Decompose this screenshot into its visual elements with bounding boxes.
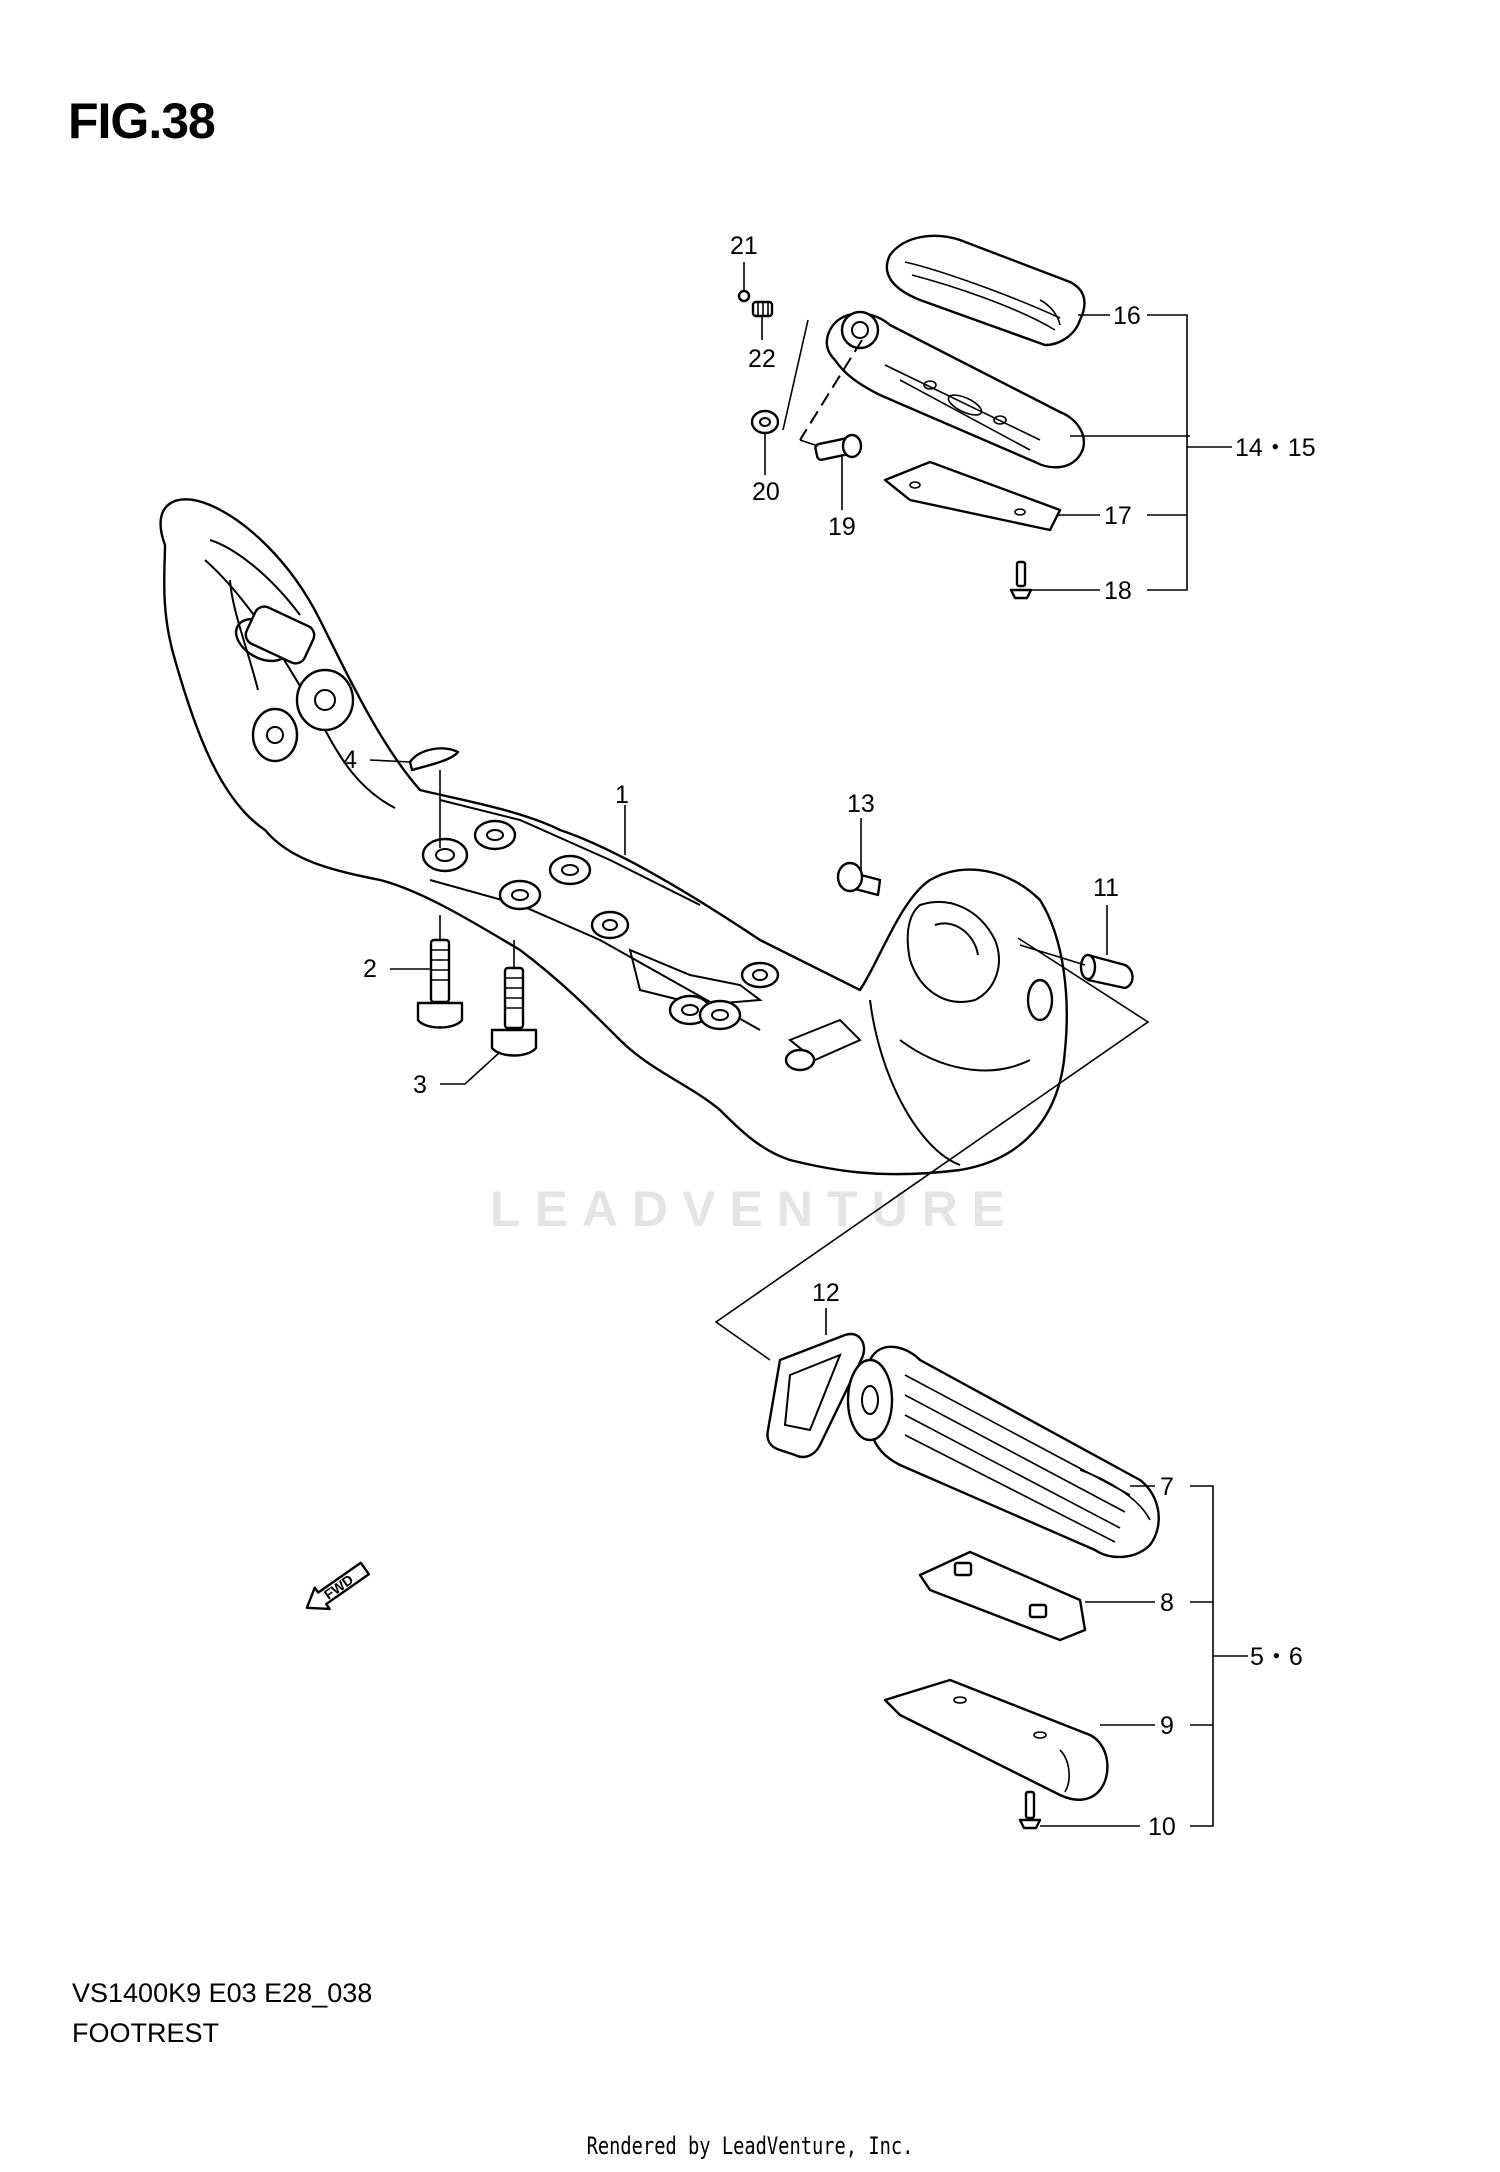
- callout-11: 11: [1093, 874, 1119, 902]
- part-14-15-footrest-body[interactable]: [825, 310, 1086, 469]
- callout-17: 17: [1104, 502, 1132, 530]
- model-code: VS1400K9 E03 E28_038: [72, 1978, 373, 2008]
- render-credit: Rendered by LeadVenture, Inc.: [586, 2132, 914, 2160]
- part-7-footrest-body[interactable]: [846, 1345, 1160, 1559]
- part-10-screw[interactable]: [1018, 1790, 1042, 1830]
- callout-1: 1: [615, 781, 629, 809]
- fwd-arrow-icon: FWD: [305, 1561, 371, 1611]
- callout-2: 2: [363, 955, 377, 983]
- part-2-bolt[interactable]: [416, 938, 464, 1029]
- callout-13: 13: [847, 790, 875, 818]
- part-3-bolt[interactable]: [490, 966, 538, 1057]
- part-19-pivot-pin[interactable]: [799, 433, 863, 462]
- callout-3: 3: [413, 1071, 427, 1099]
- callout-8: 8: [1160, 1589, 1174, 1617]
- callouts: 1 2 3 4 5・6 7 8 9 10 11 12 13 14・15 16 1…: [343, 232, 1316, 1841]
- callout-16: 16: [1113, 302, 1141, 330]
- callout-21: 21: [730, 232, 758, 260]
- part-18-screw[interactable]: [1009, 560, 1033, 600]
- callout-10: 10: [1148, 1813, 1176, 1841]
- watermark: LEADVENTURE: [490, 1181, 1020, 1237]
- leader-lines: [369, 262, 1248, 1827]
- figure-title: FIG.38: [68, 93, 216, 149]
- callout-9: 9: [1160, 1712, 1174, 1740]
- callout-18: 18: [1104, 577, 1132, 605]
- part-11-bumper[interactable]: [1079, 953, 1134, 990]
- part-17-footrest-plate[interactable]: [883, 460, 1062, 532]
- callout-4: 4: [343, 746, 357, 774]
- part-9-footrest-rubber[interactable]: [883, 1678, 1109, 1801]
- callout-12: 12: [812, 1279, 840, 1307]
- part-12-rubber-cushion[interactable]: [766, 1332, 866, 1459]
- part-13-bolt[interactable]: [836, 861, 882, 897]
- part-21-ball[interactable]: [737, 289, 751, 303]
- part-22-spring[interactable]: [751, 300, 774, 318]
- callout-7: 7: [1160, 1473, 1174, 1501]
- callout-22: 22: [748, 345, 776, 373]
- callout-5-6: 5・6: [1250, 1643, 1303, 1671]
- assembly-name: FOOTREST: [72, 2018, 219, 2048]
- part-8-footrest-plate[interactable]: [918, 1550, 1087, 1642]
- callout-20: 20: [752, 478, 780, 506]
- callout-19: 19: [828, 513, 856, 541]
- part-16-footrest-rubber[interactable]: [885, 234, 1086, 347]
- part-1-footrest-bracket[interactable]: [159, 498, 1068, 1176]
- callout-14-15: 14・15: [1235, 434, 1316, 462]
- part-4-clip[interactable]: [408, 747, 460, 772]
- part-20-washer[interactable]: [750, 409, 780, 435]
